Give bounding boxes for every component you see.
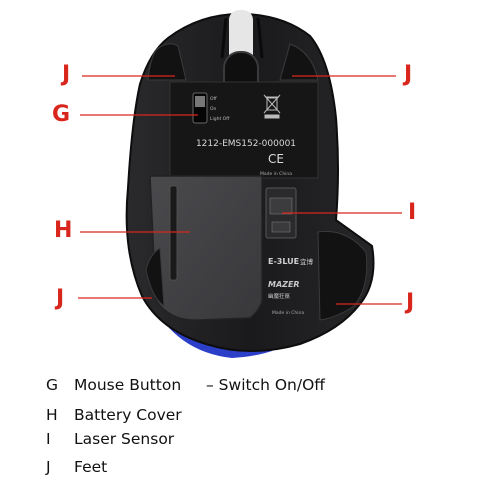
right-button-seam [256,17,264,59]
legend-letter: G [46,376,59,394]
leader-lines [78,75,402,305]
battery-cover-slot [169,185,178,281]
switch-label-light-off: Light Off [210,116,230,122]
callout-j-bottom-left: J [56,286,65,311]
switch-label-on: On [210,106,217,112]
foot-top-left [147,43,187,81]
legend-letter: I [46,430,51,448]
callout-j-top-left: J [62,62,71,87]
callout-j-bottom-right: J [406,290,415,315]
ce-mark: CE [268,152,284,166]
weee-bin-icon [263,94,281,119]
legend-letter: H [46,406,58,424]
callout-j-top-right: J [404,62,413,87]
power-switch[interactable] [192,92,208,124]
legend-text: Laser Sensor [74,430,175,448]
legend-letter: J [46,458,51,476]
callout-i: I [408,200,417,225]
legend-text: Mouse Button [74,376,182,394]
foot-top-right [279,43,319,81]
brand-cn: 宜博 [300,257,314,266]
brand-logo: E-3LUE [268,257,299,266]
battery-cover[interactable] [149,175,263,321]
serial-number: 1212-EMS152-000001 [196,139,296,149]
callout-h: H [54,218,73,243]
sub-brand-cn: 幽魔狂鯊 [268,292,291,300]
left-button-seam [220,17,228,59]
legend-extra: – Switch On/Off [206,376,325,394]
label-panel [169,81,319,179]
switch-label-off: Off [210,96,218,102]
legend-text: Feet [74,458,108,476]
made-in-china-top: Made in China [260,171,292,177]
sub-brand: MAZER [268,280,300,289]
callout-g: G [52,102,71,127]
foot-bottom-right [317,230,368,321]
legend-text: Battery Cover [74,406,182,424]
foot-bottom-left [145,247,165,307]
made-in-china-bottom: Made in China [272,310,304,316]
